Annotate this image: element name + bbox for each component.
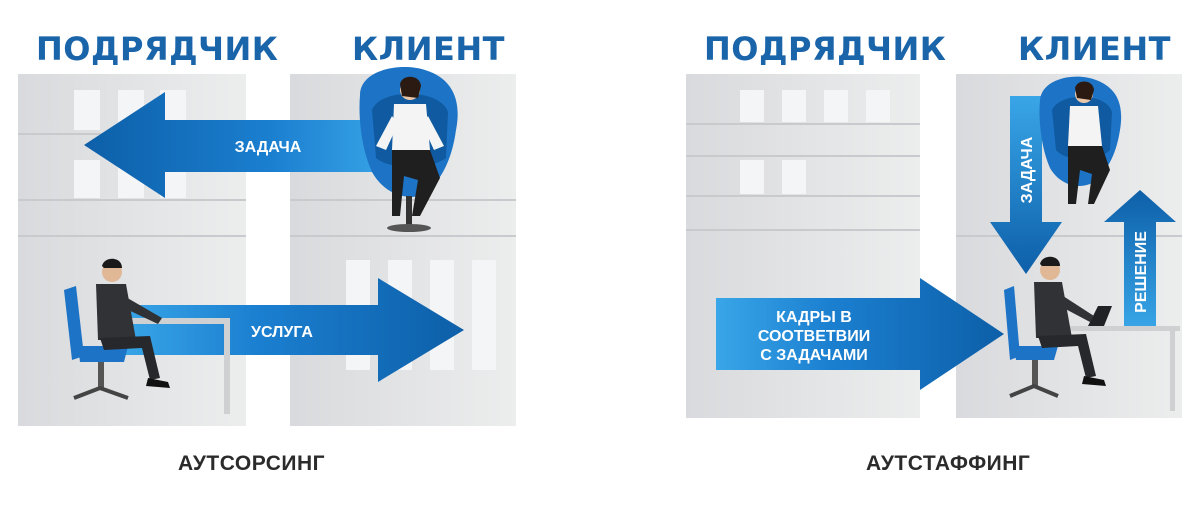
- service-arrow-label: УСЛУГА: [251, 324, 313, 341]
- task-arrow: ЗАДАЧА: [84, 92, 395, 198]
- staff-arrow-label-line2: СООТВЕТВИИ: [758, 328, 870, 345]
- outsourcing-contractor-label: ПОДРЯДЧИК: [36, 30, 279, 68]
- outstaffing-client-label: КЛИЕНТ: [1018, 30, 1171, 68]
- task-down-arrow-label: ЗАДАЧА: [1019, 136, 1036, 203]
- client-woman-armchair-icon: [1039, 76, 1122, 204]
- outsourcing-client-label: КЛИЕНТ: [352, 30, 505, 68]
- outsourcing-caption: АУТСОРСИНГ: [178, 452, 326, 475]
- outstaffing-caption: АУТСТАФФИНГ: [866, 452, 1031, 475]
- outsourcing-scene: ЗАДАЧА УСЛУГА: [18, 67, 516, 426]
- outstaffing-scene: КАДРЫ В СООТВЕТВИИ С ЗАДАЧАМИ ЗАДАЧА РЕШ…: [686, 74, 1182, 418]
- worker-man-desk-icon: [1004, 256, 1180, 411]
- outstaffing-panel: КАДРЫ В СООТВЕТВИИ С ЗАДАЧАМИ ЗАДАЧА РЕШ…: [600, 0, 1200, 506]
- staff-arrow-label-line1: КАДРЫ В: [776, 309, 852, 326]
- solution-up-arrow-label: РЕШЕНИЕ: [1133, 231, 1150, 313]
- client-woman-armchair-icon: [359, 67, 458, 232]
- outsourcing-panel: ЗАДАЧА УСЛУГА: [18, 30, 516, 475]
- staff-arrow-label-line3: С ЗАДАЧАМИ: [760, 347, 868, 364]
- outstaffing-contractor-label: ПОДРЯДЧИК: [704, 30, 947, 68]
- staff-arrow: КАДРЫ В СООТВЕТВИИ С ЗАДАЧАМИ: [716, 278, 1004, 390]
- solution-up-arrow: РЕШЕНИЕ: [1104, 190, 1176, 330]
- task-arrow-label: ЗАДАЧА: [235, 139, 302, 156]
- task-down-arrow: ЗАДАЧА: [990, 96, 1062, 274]
- worker-man-desk-icon: [64, 258, 230, 414]
- service-arrow: УСЛУГА: [120, 278, 464, 382]
